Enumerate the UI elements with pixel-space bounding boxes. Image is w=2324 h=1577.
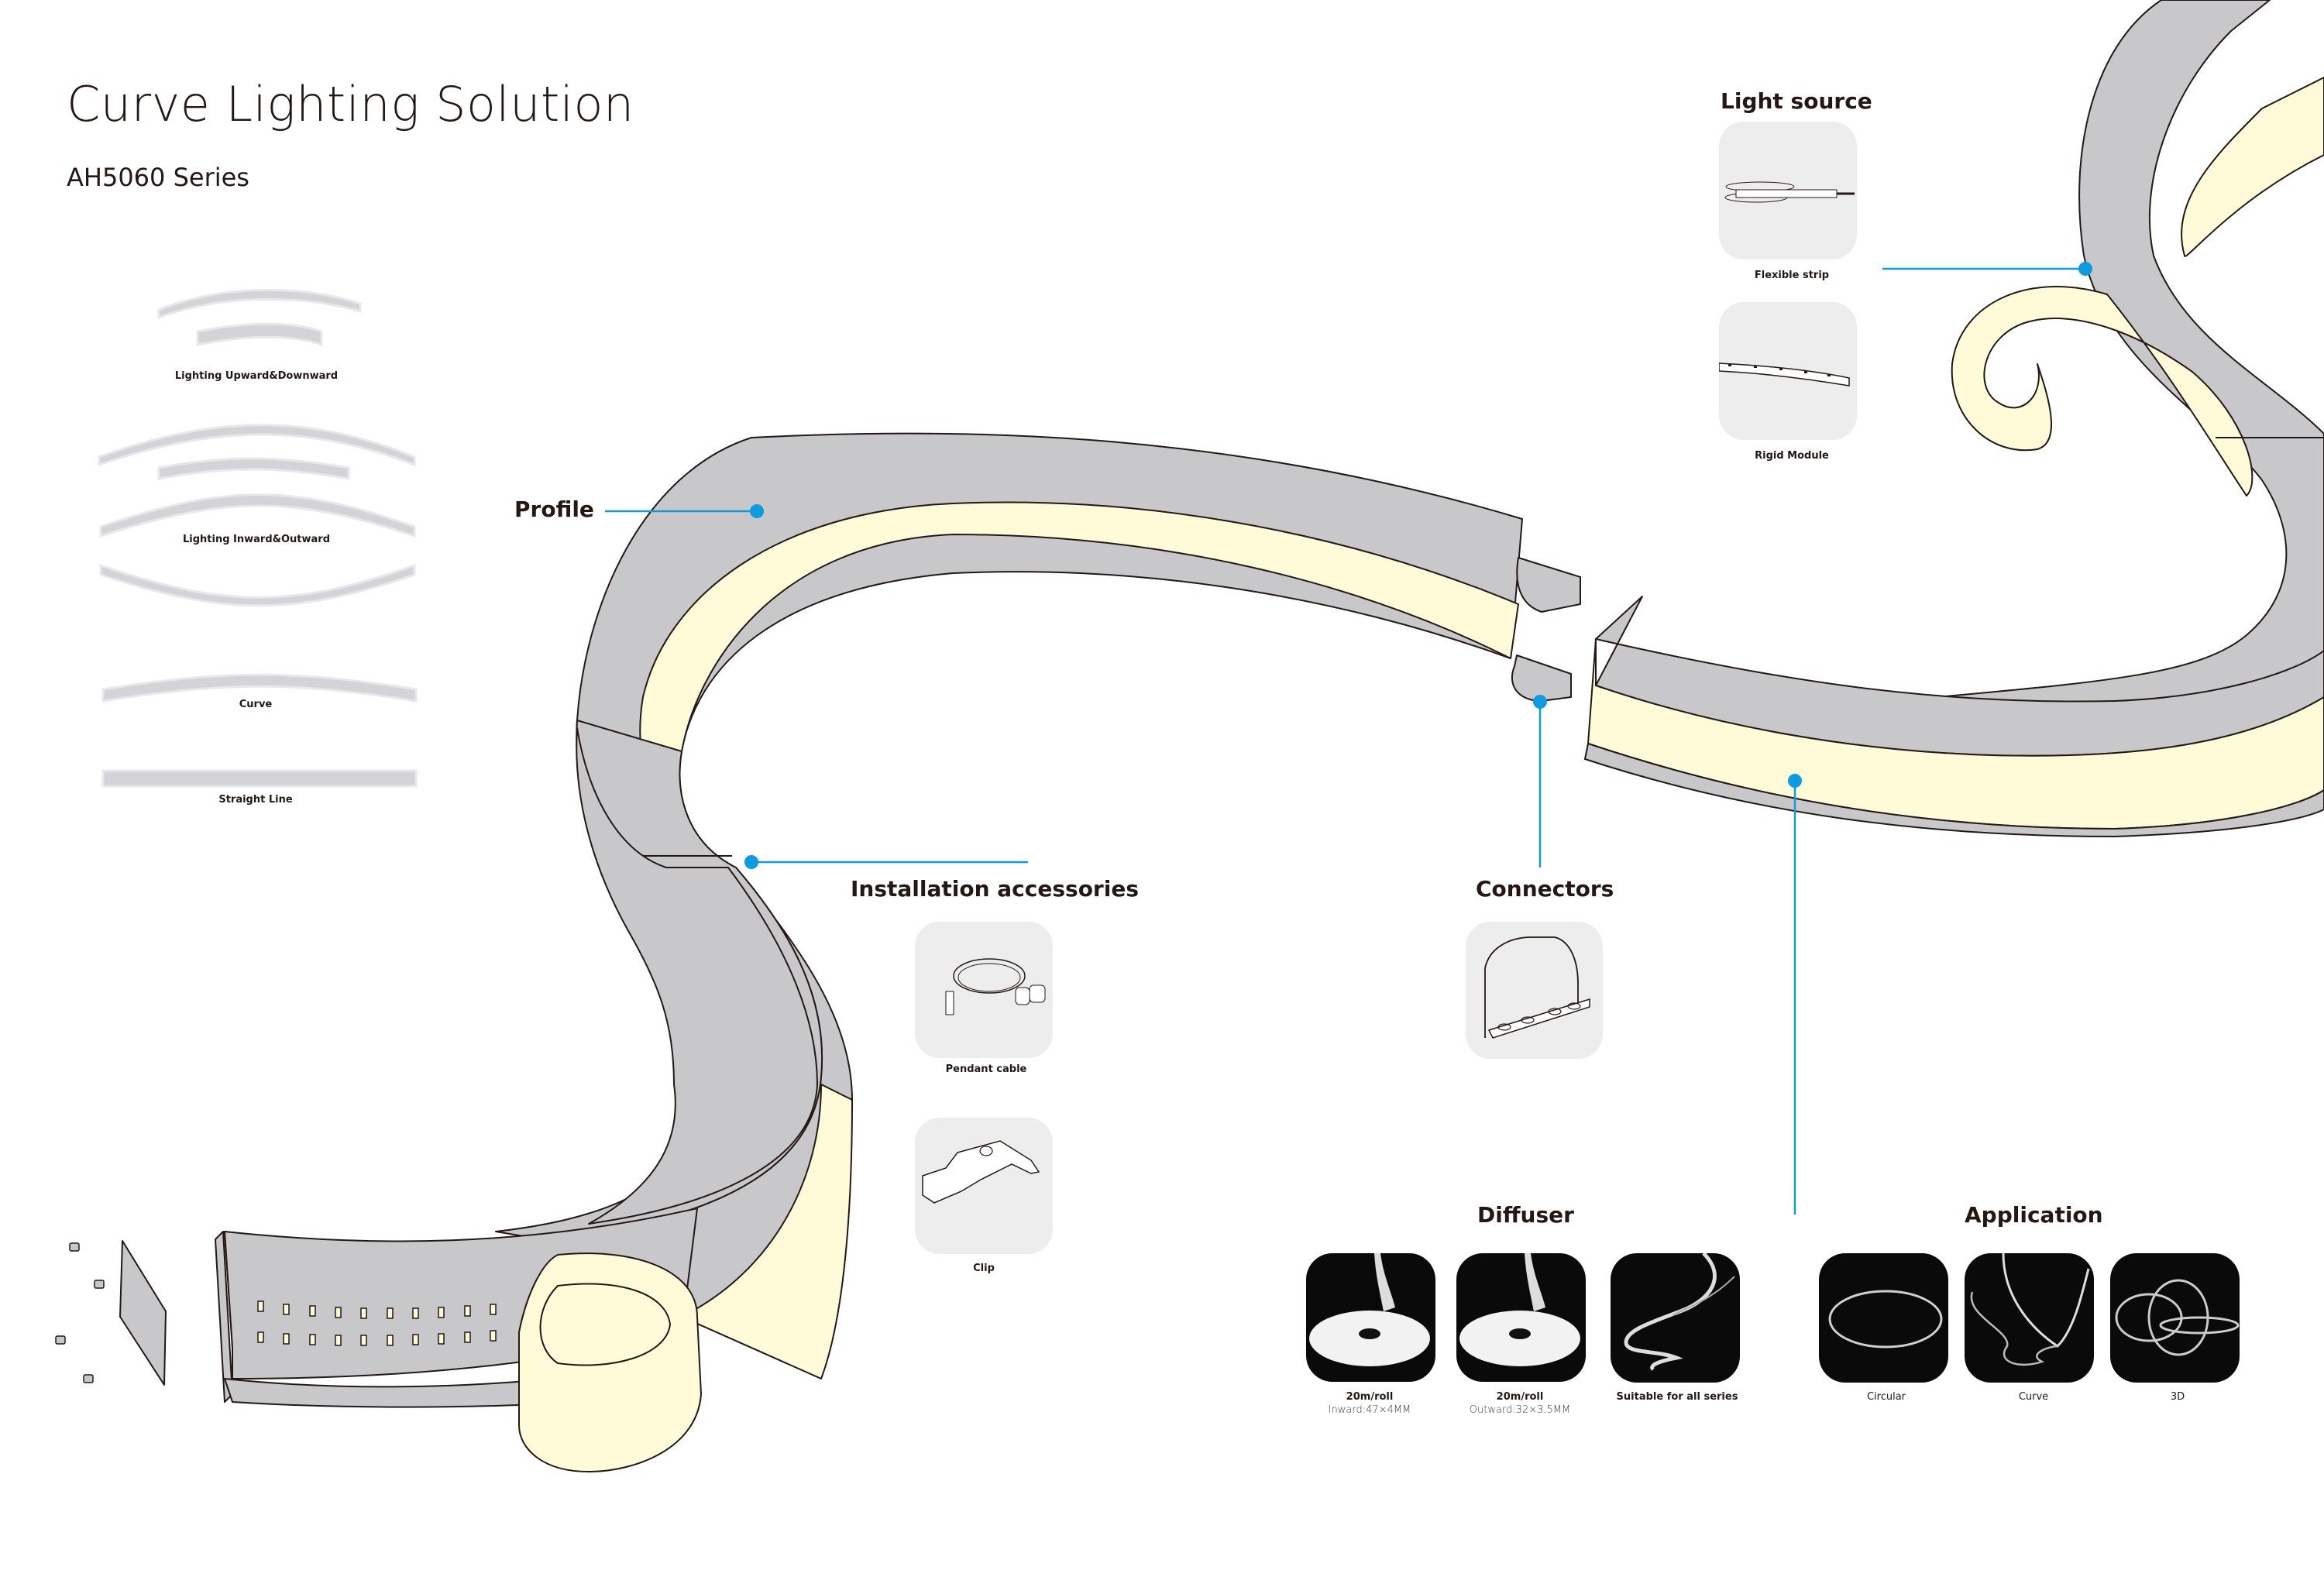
diffuser-heading: Diffuser: [1477, 1202, 1574, 1228]
pendant-cable-icon: [945, 958, 1046, 1015]
accessory-label: Clip: [973, 1263, 995, 1274]
series-subtitle: AH5060 Series: [67, 163, 249, 192]
application-card: [1965, 1253, 2094, 1383]
light-source-label: Rigid Module: [1755, 450, 1829, 462]
sample-profiles: [98, 288, 418, 788]
end-cap-plate: [119, 1240, 167, 1386]
screws: [55, 1242, 105, 1383]
page-title: Curve Lighting Solution: [67, 76, 634, 132]
flexible-strip-card: [1719, 122, 1857, 259]
accessory-label: Pendant cable: [945, 1063, 1027, 1075]
curve-light-icon: [1970, 1253, 2090, 1366]
light-source-heading: Light source: [1721, 88, 1872, 114]
diffuser-card: [1306, 1253, 1435, 1382]
installation-accessories-heading: Installation accessories: [851, 876, 1139, 902]
circular-ring-light-icon: [1828, 1290, 1943, 1349]
application-label: Circular: [1866, 1391, 1906, 1403]
rigid-module-card: [1719, 302, 1857, 440]
diffuser-roll-icon: [1309, 1253, 1430, 1366]
diffuser-spiral-icon: [1624, 1253, 1735, 1371]
led-chips: [257, 1300, 497, 1346]
sample-label: Curve: [239, 699, 273, 710]
diffuser-label: 20m/roll: [1346, 1391, 1394, 1403]
end-face: [215, 1231, 233, 1403]
rigid-led-module-icon: [1719, 362, 1850, 387]
pendant-cable-card: [915, 922, 1053, 1058]
connector-card: [1466, 922, 1603, 1059]
diffuser-card: [1611, 1253, 1740, 1383]
mounting-clip-icon: [922, 1140, 1040, 1204]
diffuser-roll-icon: [1459, 1253, 1580, 1366]
diffuser-curl: [1951, 286, 2254, 496]
connector-piece-bottom: [1511, 655, 1572, 702]
connector-bracket-icon: [1484, 936, 1590, 1039]
application-card: [1819, 1253, 1948, 1383]
diffuser-label: 20m/roll: [1496, 1391, 1544, 1403]
diffuser-label: Suitable for all series: [1616, 1391, 1738, 1403]
diffuser-card: [1456, 1253, 1586, 1382]
light-source-label: Flexible strip: [1754, 270, 1830, 281]
diffuser-detail: Outward:32×3.5MM: [1469, 1404, 1571, 1416]
callout-lines: [605, 262, 2092, 1215]
diffuser-detail: Inward:47×4MM: [1328, 1404, 1411, 1416]
application-label: 3D: [2170, 1391, 2185, 1403]
connector-piece-top: [1516, 557, 1581, 613]
application-label: Curve: [2018, 1391, 2049, 1403]
application-card: [2110, 1253, 2240, 1383]
application-heading: Application: [1965, 1202, 2103, 1228]
3d-rings-light-icon: [2115, 1279, 2240, 1356]
sample-label: Lighting Inward&Outward: [182, 534, 331, 545]
sample-label: Straight Line: [218, 794, 293, 806]
clip-card: [915, 1118, 1053, 1254]
connectors-heading: Connectors: [1476, 876, 1614, 902]
main-diffuser-inner: [639, 501, 1519, 814]
sample-label: Lighting Upward&Downward: [174, 370, 339, 382]
profile-heading: Profile: [514, 496, 594, 522]
flexible-led-strip-icon: [1724, 181, 1855, 203]
